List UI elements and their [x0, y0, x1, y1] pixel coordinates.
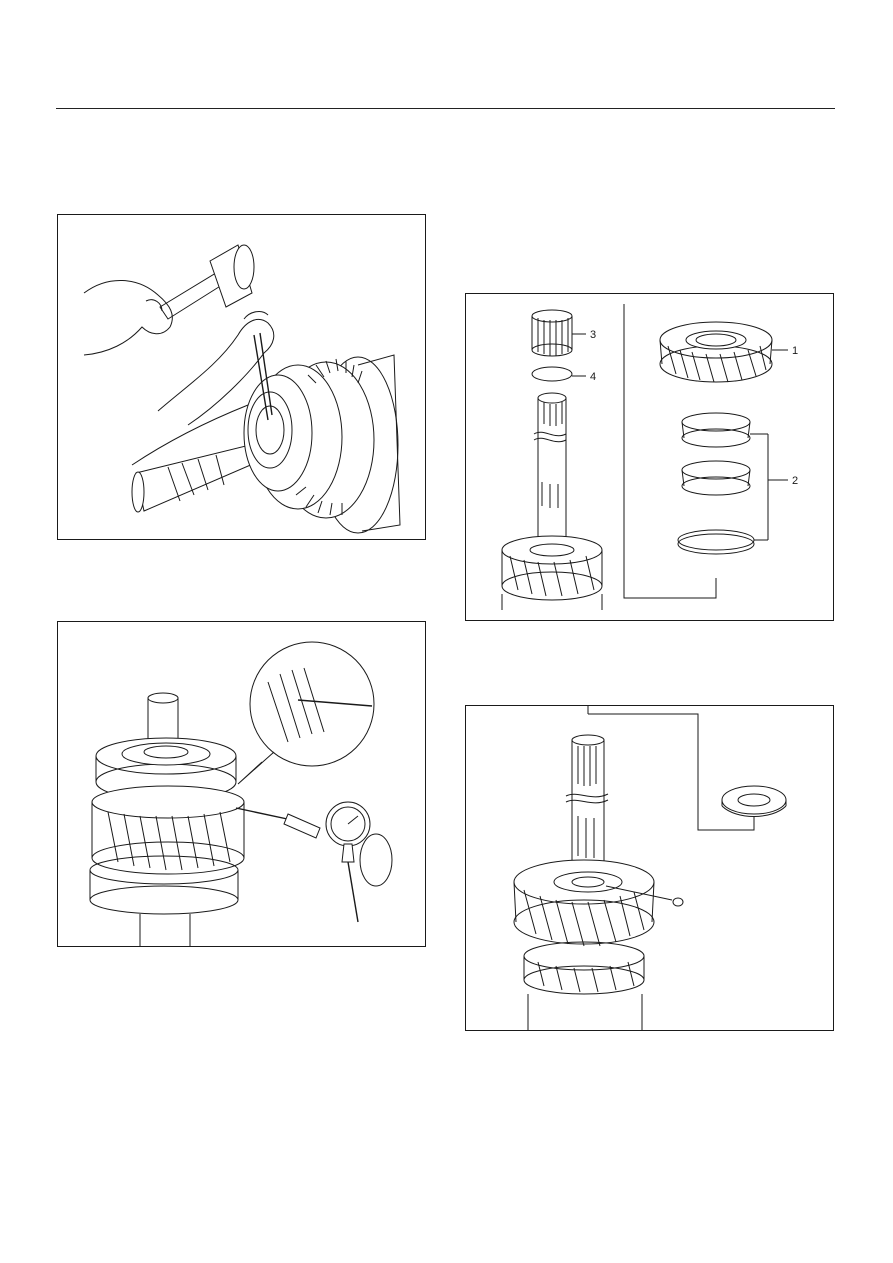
ball-icon	[672, 897, 684, 907]
hands-illustration	[83, 280, 275, 466]
needle-bearing-icon	[531, 309, 573, 357]
figure-hammer-removal	[57, 214, 426, 540]
dial-gauge-illustration	[89, 641, 393, 946]
callout-3: 3	[590, 329, 596, 341]
figure-thrust-washer	[465, 705, 834, 1031]
figure-exploded-view: 3 4 1 2	[465, 293, 834, 621]
callout-1: 1	[792, 345, 798, 357]
callout-2: 2	[792, 475, 798, 487]
hammer-illustration	[83, 244, 401, 534]
dial-gauge-icon	[283, 801, 393, 923]
synchronizer-rings-icon	[677, 412, 769, 555]
callout-4: 4	[590, 371, 596, 383]
gear-icon	[659, 321, 773, 383]
figure-dial-gauge	[57, 621, 426, 947]
thrust-washer-icon	[721, 785, 787, 817]
header-rule	[56, 108, 835, 109]
gear-stack	[513, 859, 655, 1030]
snap-ring-icon	[531, 366, 573, 382]
detail-inset	[237, 641, 375, 785]
exploded-view-illustration: 3 4 1 2	[501, 304, 798, 610]
gear-stack	[243, 354, 401, 534]
hammer-icon	[159, 244, 255, 320]
thrust-washer-illustration	[513, 706, 787, 1030]
